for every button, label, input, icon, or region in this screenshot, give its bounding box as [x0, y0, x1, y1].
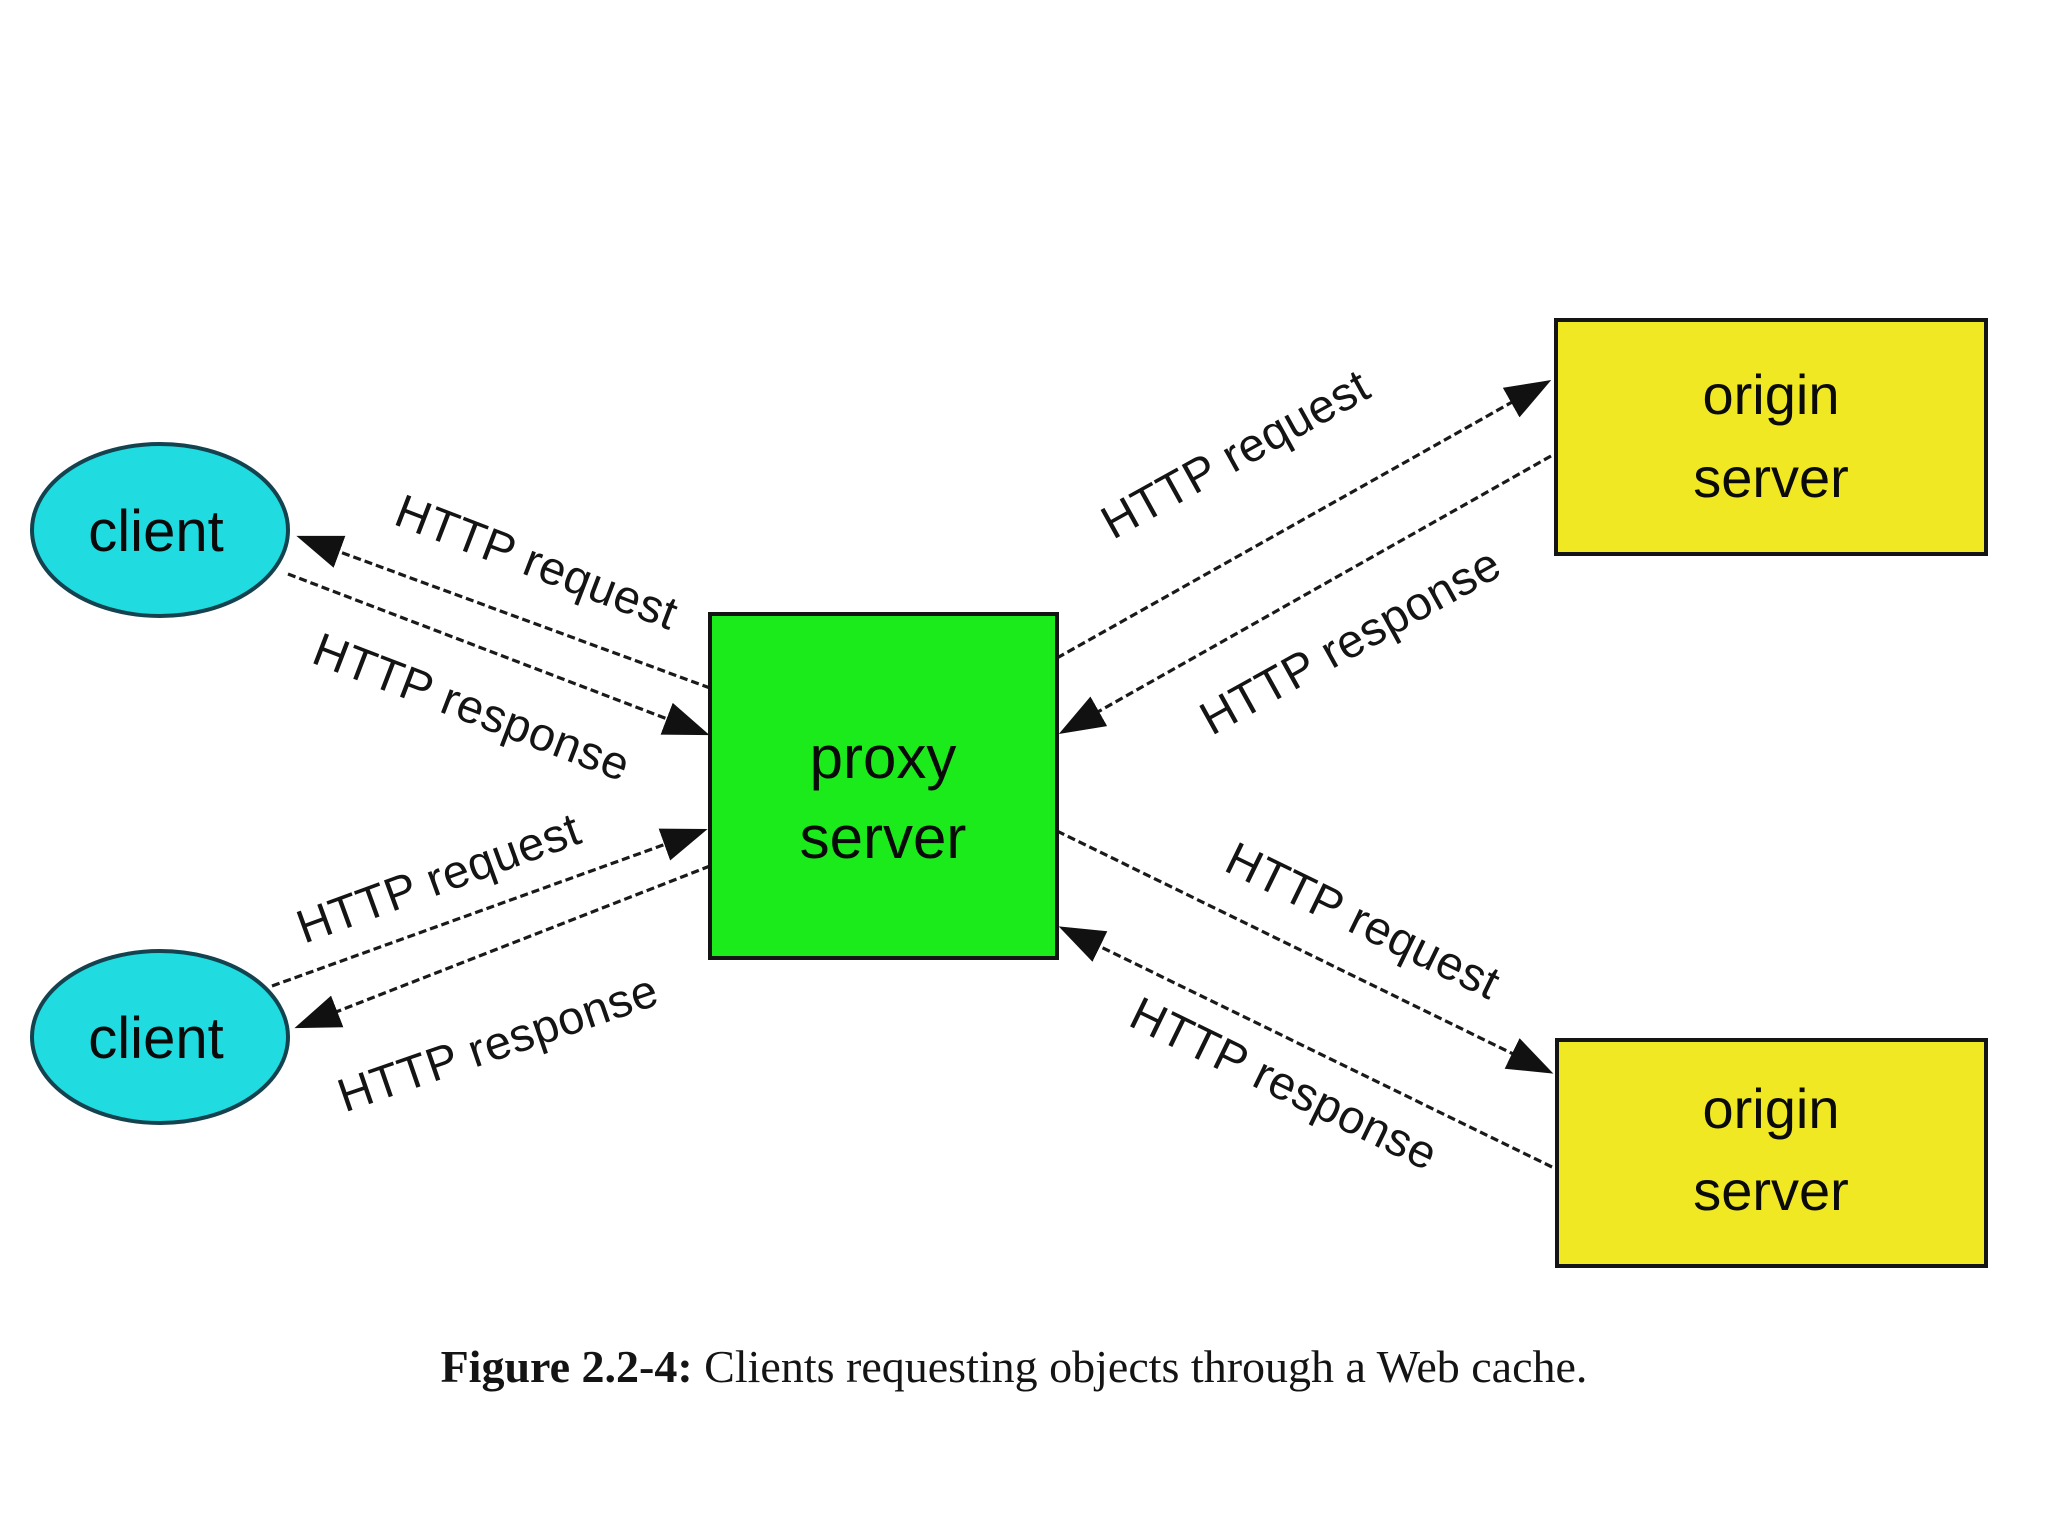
edge-response-from-origin-bottom [1058, 926, 1553, 1169]
edge-response-to-client-top [296, 535, 711, 690]
edge-lines [271, 380, 1554, 1169]
origin-server-top-box [1554, 318, 1988, 556]
origin-server-bottom-box [1555, 1038, 1988, 1268]
proxy-server-label-line2: server [800, 804, 967, 871]
label-http-response-client-bottom: HTTP response [331, 963, 665, 1122]
origin-server-bottom-node: origin server [1555, 1038, 1988, 1268]
figure-caption: Figure 2.2-4: Clients requesting objects… [441, 1341, 1588, 1392]
client-top-node: client [30, 442, 290, 618]
label-http-response-origin-bottom: HTTP response [1122, 986, 1446, 1180]
figure-caption-number: Figure 2.2-4: [441, 1341, 693, 1392]
proxy-server-label-line1: proxy [810, 724, 957, 791]
label-http-request-origin-top: HTTP request [1092, 358, 1378, 549]
label-http-request-origin-bottom: HTTP request [1218, 831, 1509, 1009]
label-http-response-client-top: HTTP response [306, 622, 638, 791]
edge-request-to-origin-top [1056, 380, 1552, 660]
label-http-request-client-bottom: HTTP request [289, 802, 587, 954]
proxy-server-node: proxy server [708, 612, 1059, 960]
origin-server-top-node: origin server [1554, 318, 1988, 556]
origin-server-top-label-line1: origin [1703, 363, 1840, 426]
proxy-server-box [708, 612, 1059, 960]
origin-server-bottom-label-line2: server [1693, 1159, 1849, 1222]
origin-server-top-label-line2: server [1693, 446, 1849, 509]
client-top-ellipse [30, 442, 290, 618]
client-top-label: client [88, 499, 223, 564]
edge-request-from-client-top [287, 572, 710, 736]
edge-response-from-origin-top [1058, 454, 1552, 734]
edge-request-to-origin-bottom [1056, 829, 1554, 1074]
label-http-request-client-top: HTTP request [388, 484, 685, 640]
label-http-response-origin-top: HTTP response [1191, 536, 1509, 745]
client-bottom-ellipse [30, 949, 290, 1125]
figure-caption-text: Clients requesting objects through a Web… [693, 1341, 1588, 1392]
client-bottom-label: client [88, 1006, 223, 1071]
client-bottom-node: client [30, 949, 290, 1125]
edge-response-to-client-bottom [294, 864, 711, 1029]
edge-request-from-client-bottom [271, 828, 708, 988]
origin-server-bottom-label-line1: origin [1703, 1077, 1840, 1140]
